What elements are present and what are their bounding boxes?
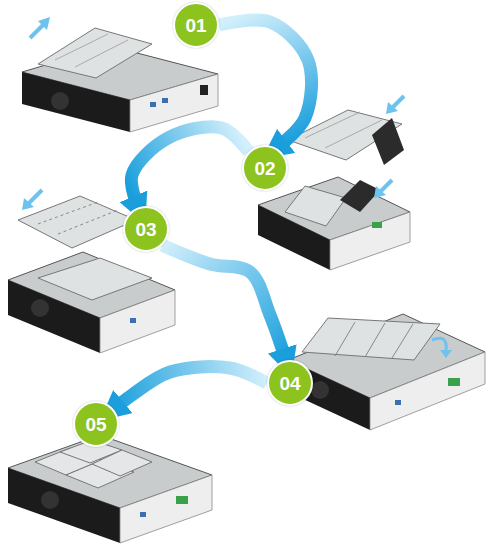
power-socket — [200, 85, 208, 95]
hint-arrow-head — [38, 17, 50, 30]
terminal — [372, 222, 382, 228]
port — [130, 318, 136, 323]
hdd-bracket — [38, 258, 152, 300]
curved-arrow — [114, 367, 267, 410]
port — [395, 400, 401, 405]
chassis-rear — [370, 352, 485, 430]
dvr-step-3 — [8, 190, 175, 353]
step-number-circle: 05 — [73, 401, 119, 447]
step-number: 02 — [254, 159, 275, 178]
step-number-circle: 04 — [267, 360, 313, 406]
panel-line — [55, 34, 108, 60]
hint-arrow-head — [22, 198, 34, 210]
panel-line — [392, 324, 413, 358]
hint-arrow-head — [440, 350, 452, 358]
hint-arrow — [28, 190, 42, 204]
panel-line — [365, 323, 385, 357]
panel-line — [305, 112, 360, 138]
port — [140, 512, 146, 517]
lid-panel — [302, 318, 440, 360]
curved-arrow — [131, 127, 248, 208]
terminal — [176, 496, 188, 504]
step-number: 05 — [85, 415, 106, 434]
hdd — [92, 450, 152, 476]
panel-line — [335, 322, 355, 356]
port — [162, 98, 168, 103]
lid-panel — [38, 28, 152, 78]
step-number-circle: 02 — [242, 145, 288, 191]
hdd — [372, 118, 404, 165]
hint-arrow-head — [374, 186, 386, 198]
lid-panel — [285, 186, 346, 226]
hint-arrow — [392, 96, 404, 108]
hdd-bracket — [18, 196, 136, 248]
panel-line — [38, 202, 98, 224]
chassis-rear — [100, 290, 175, 353]
step-number: 04 — [279, 374, 300, 393]
fan — [31, 299, 49, 317]
step-number: 01 — [185, 16, 206, 35]
panel-line — [58, 210, 118, 234]
hint-arrow-head — [386, 102, 398, 114]
hint-arrow — [432, 338, 446, 350]
dvr-step-5 — [8, 435, 212, 543]
step-number-circle: 03 — [123, 206, 169, 252]
step-number-circle: 01 — [173, 2, 219, 48]
step-number: 03 — [135, 220, 156, 239]
chassis-front — [22, 72, 130, 132]
chassis-rear — [120, 475, 212, 543]
chassis-rear — [330, 212, 410, 270]
fan — [41, 491, 59, 509]
curved-arrow — [162, 245, 286, 360]
panel-line — [75, 40, 128, 67]
fan — [311, 381, 329, 399]
hint-arrow — [380, 180, 392, 192]
terminal — [448, 378, 460, 386]
fan — [51, 92, 69, 110]
dvr-step-4 — [288, 314, 485, 430]
hdd — [340, 180, 380, 212]
chassis-top — [288, 314, 485, 398]
port — [150, 102, 156, 107]
